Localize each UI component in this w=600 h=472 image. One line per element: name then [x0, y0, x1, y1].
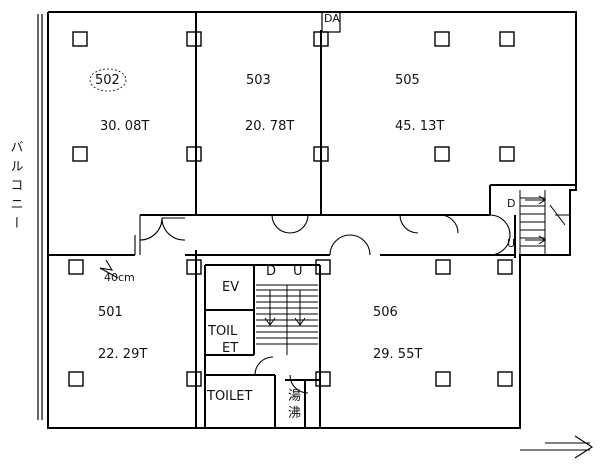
room-502-area: 30. 08T [100, 119, 149, 134]
room-labels: 502 30. 08T 503 20. 78T 505 45. 13T 501 … [95, 73, 444, 362]
room-506-name: 506 [373, 305, 398, 320]
central-stairs [256, 284, 318, 355]
side-stair-up-label: U [507, 237, 515, 250]
hot-water-label-line2: 沸 [288, 406, 301, 421]
door-tag: DA [324, 12, 340, 25]
room-505-area: 45. 13T [395, 119, 444, 134]
room-505-name: 505 [395, 73, 420, 88]
direction-arrow [520, 435, 594, 459]
elevator-label: EV [222, 280, 239, 295]
da-box [321, 11, 341, 33]
balcony-label: バルコニー [8, 140, 24, 235]
toilet2-label: TOILET [206, 389, 252, 404]
dimension-arrow [99, 259, 119, 279]
room-503-name: 503 [246, 73, 271, 88]
room-502-highlight [89, 68, 127, 92]
door-swings [134, 214, 511, 394]
toilet-label-line2: ET [222, 341, 238, 356]
interior-walls [48, 12, 576, 428]
room-506-area: 29. 55T [373, 347, 422, 362]
side-stairs [519, 190, 570, 255]
building-outline [47, 11, 577, 429]
toilet-label-line1: TOIL [207, 324, 238, 339]
room-501-area: 22. 29T [98, 347, 147, 362]
room-503-area: 20. 78T [245, 119, 294, 134]
stair-up-label: U [293, 264, 303, 279]
hot-water-label-line1: 湯 [288, 389, 301, 404]
columns [68, 31, 515, 387]
side-stair-down-label: D [507, 197, 515, 210]
stair-down-label: D [266, 264, 276, 279]
balcony [37, 14, 43, 420]
room-501-name: 501 [98, 305, 123, 320]
room-502-name: 502 [95, 73, 120, 88]
dimension-note: 40cm [104, 271, 135, 284]
